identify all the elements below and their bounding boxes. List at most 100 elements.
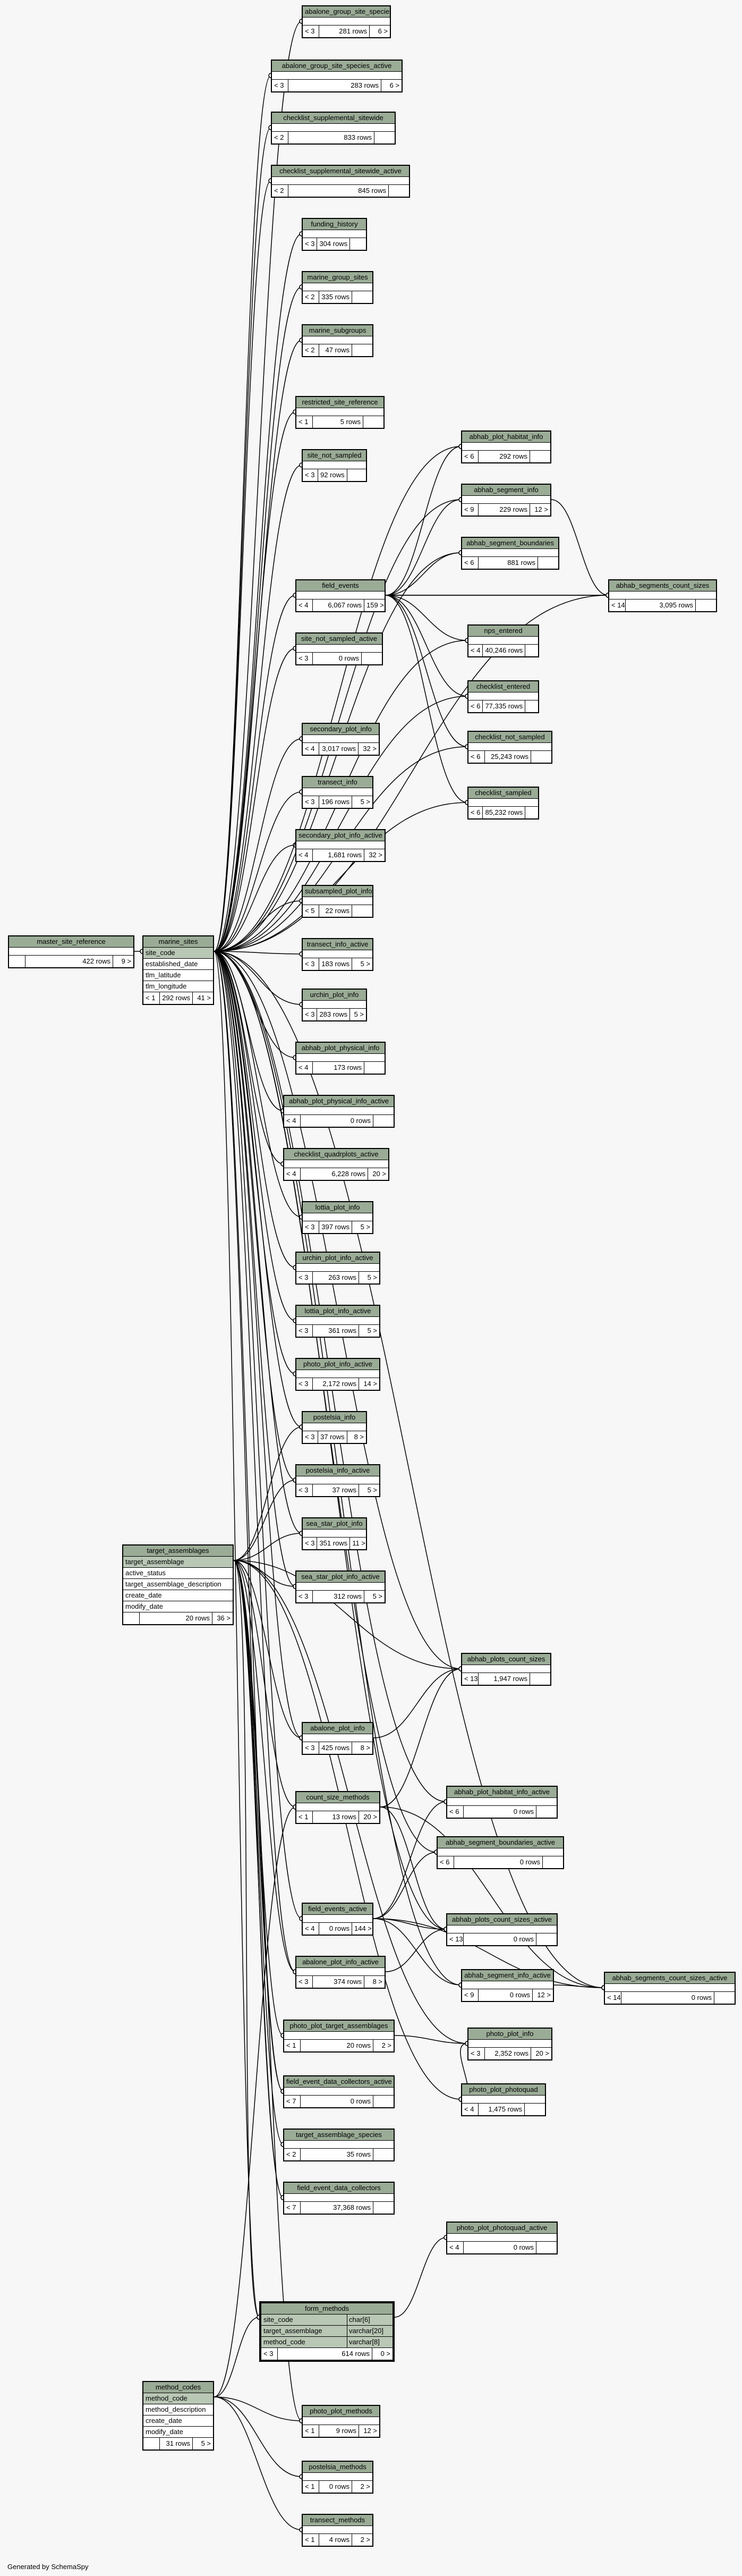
table-name[interactable]: postelsia_methods <box>303 2462 372 2473</box>
column-row[interactable]: target_assemblage <box>123 1557 233 1568</box>
parent-count[interactable]: < 2 <box>272 132 288 143</box>
table-name[interactable]: abalone_group_site_species <box>303 6 390 18</box>
parent-count[interactable]: < 3 <box>303 796 319 808</box>
parent-count[interactable]: < 4 <box>296 599 313 611</box>
parent-count[interactable]: < 6 <box>462 557 479 569</box>
table-name[interactable]: abalone_plot_info <box>303 1723 372 1734</box>
child-count[interactable] <box>536 1933 557 1945</box>
table-name[interactable]: abhab_plot_physical_info_active <box>284 1096 394 1107</box>
table-name[interactable]: abhab_plot_habitat_info_active <box>447 1787 557 1798</box>
table-name[interactable]: master_site_reference <box>9 936 133 948</box>
parent-count[interactable]: < 3 <box>296 1976 313 1988</box>
table-name[interactable]: abhab_plot_habitat_info <box>462 432 550 443</box>
child-count[interactable]: 2 > <box>360 2482 370 2490</box>
parent-count[interactable]: < 6 <box>462 451 479 462</box>
table-name[interactable]: target_assemblage_species <box>284 2130 394 2141</box>
parent-count[interactable]: < 6 <box>447 1806 464 1818</box>
child-count[interactable]: 5 > <box>367 1273 377 1281</box>
parent-count[interactable]: < 4 <box>462 2104 479 2115</box>
table-name[interactable]: count_size_methods <box>296 1792 379 1803</box>
child-count[interactable]: 32 > <box>363 745 377 753</box>
child-count[interactable]: 2 > <box>381 2041 391 2049</box>
column-row[interactable]: established_date <box>143 959 213 970</box>
table-name[interactable]: abhab_segment_boundaries <box>462 538 558 549</box>
parent-count[interactable]: < 6 <box>468 700 483 712</box>
parent-count[interactable]: < 3 <box>303 1538 318 1549</box>
table-name[interactable]: secondary_plot_info_active <box>296 830 385 841</box>
parent-count[interactable]: < 3 <box>296 1325 313 1337</box>
table-name[interactable]: abhab_segment_info <box>462 485 550 496</box>
child-count[interactable] <box>696 599 716 611</box>
parent-count[interactable]: < 3 <box>261 2348 278 2360</box>
child-count[interactable]: 20 > <box>363 1813 377 1821</box>
table-name[interactable]: form_methods <box>261 2303 393 2315</box>
parent-count[interactable]: < 5 <box>303 905 319 917</box>
column-row[interactable]: target_assemblage_description <box>123 1579 233 1590</box>
table-name[interactable]: abhab_segment_boundaries_active <box>438 1837 563 1848</box>
parent-count[interactable]: < 4 <box>296 849 313 861</box>
table-name[interactable]: checklist_not_sampled <box>468 732 551 743</box>
parent-count[interactable]: < 13 <box>447 1933 464 1945</box>
table-name[interactable]: urchin_plot_info <box>303 990 366 1001</box>
child-count[interactable] <box>536 1806 557 1818</box>
parent-count[interactable]: < 13 <box>462 1673 479 1685</box>
child-count[interactable] <box>530 451 550 462</box>
child-count[interactable] <box>373 2149 394 2160</box>
table-name[interactable]: site_not_sampled <box>303 450 366 461</box>
child-count[interactable]: 159 > <box>366 601 384 609</box>
parent-count[interactable]: < 3 <box>303 469 319 481</box>
child-count[interactable]: 5 > <box>360 798 370 806</box>
table-name[interactable]: lottia_plot_info_active <box>296 1306 379 1317</box>
child-count[interactable] <box>389 185 409 197</box>
child-count[interactable]: 9 > <box>121 957 131 965</box>
table-name[interactable]: photo_plot_info <box>468 2029 551 2040</box>
column-row[interactable]: create_date <box>123 1590 233 1601</box>
table-name[interactable]: photo_plot_photoquad <box>462 2084 545 2096</box>
parent-count[interactable]: < 6 <box>438 1856 454 1868</box>
parent-count[interactable]: < 1 <box>296 1811 313 1823</box>
table-name[interactable]: site_not_sampled_active <box>296 634 382 645</box>
parent-count[interactable] <box>9 956 25 967</box>
parent-count[interactable]: < 6 <box>468 751 485 763</box>
child-count[interactable] <box>364 1062 385 1074</box>
child-count[interactable]: 5 > <box>201 2439 211 2447</box>
table-name[interactable]: photo_plot_methods <box>303 2406 379 2417</box>
parent-count[interactable]: < 3 <box>296 1378 313 1390</box>
child-count[interactable]: 12 > <box>537 1991 551 1999</box>
parent-count[interactable]: < 7 <box>284 2096 301 2107</box>
child-count[interactable]: 8 > <box>372 1978 382 1986</box>
child-count[interactable] <box>538 557 558 569</box>
child-count[interactable] <box>352 344 372 356</box>
parent-count[interactable]: < 1 <box>143 992 160 1004</box>
child-count[interactable]: 5 > <box>367 1486 377 1494</box>
table-name[interactable]: transect_info_active <box>303 939 372 950</box>
child-count[interactable] <box>536 2242 557 2253</box>
parent-count[interactable] <box>123 1612 140 1624</box>
child-count[interactable]: 36 > <box>217 1614 231 1622</box>
parent-count[interactable]: < 3 <box>303 1431 319 1443</box>
parent-count[interactable]: < 3 <box>303 958 319 970</box>
child-count[interactable] <box>373 1115 394 1127</box>
parent-count[interactable]: < 3 <box>303 26 319 37</box>
